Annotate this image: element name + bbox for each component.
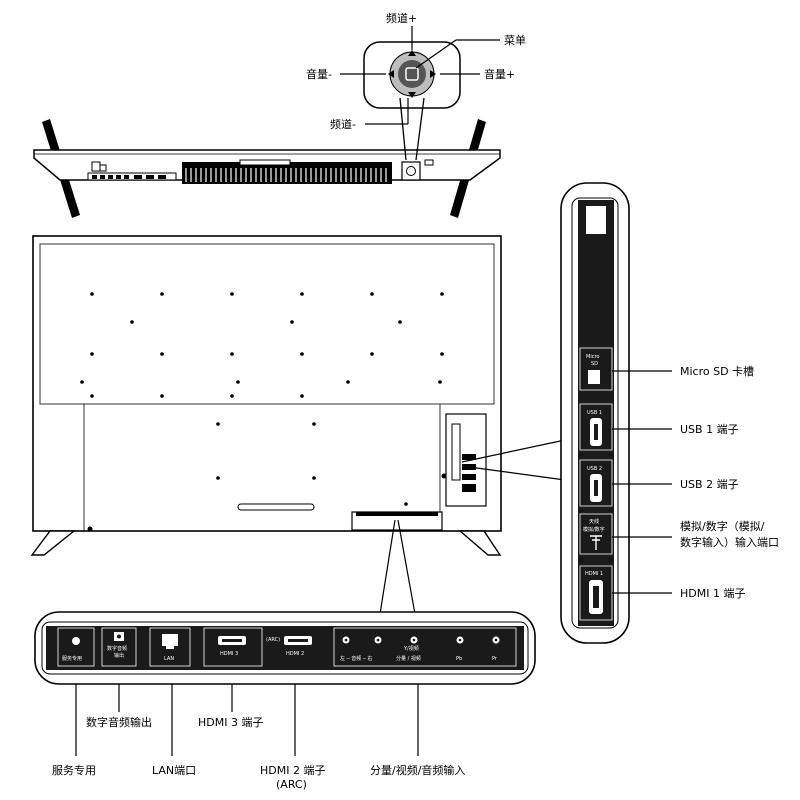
lan-port [162, 634, 178, 649]
lan-label: LAN端口 [152, 764, 196, 777]
screw-hole [398, 320, 402, 324]
screw-hole [90, 292, 94, 296]
antenna-port-text: 天线 [589, 518, 599, 525]
menu-label: 菜单 [504, 34, 526, 47]
usb2-port-text: USB 2 [587, 466, 602, 472]
stand-leg-right-bottom [458, 530, 502, 556]
side-port-panel: Micro SD Micro SD 卡槽 USB 1 USB 1 端子 USB … [560, 182, 779, 644]
screw-hole [300, 292, 304, 296]
screw-hole [90, 394, 94, 398]
joystick-callout: 频道+ 菜单 音量- 音量+ 频道- [306, 11, 526, 161]
screw-hole [440, 292, 444, 296]
screw-hole [404, 502, 408, 506]
screw-hole [312, 476, 316, 480]
screw-hole [346, 380, 350, 384]
screw-hole [440, 352, 444, 356]
screw-hole [80, 380, 84, 384]
screw-hole [370, 352, 374, 356]
tv-rear-view [30, 235, 566, 615]
screw-hole [216, 422, 220, 426]
screw-hole [300, 352, 304, 356]
screw-hole [90, 352, 94, 356]
component-label: 分量/视频/音频输入 [370, 763, 465, 777]
screw-hole [160, 352, 164, 356]
hdmi3-label: HDMI 3 端子 [198, 716, 263, 729]
screw-hole [300, 394, 304, 398]
hdmi1-port-text: HDMI 1 [585, 571, 603, 577]
tv-rear-frame [32, 235, 502, 532]
screw-hole [230, 292, 234, 296]
hdmi2-label-line2: (ARC) [276, 778, 307, 791]
bottom-panel-port-bar [46, 626, 524, 670]
hdmi2-label-line1: HDMI 2 端子 [260, 764, 325, 777]
volume-up-label: 音量+ [484, 67, 515, 81]
digital-port-subtext: 输出 [114, 652, 124, 659]
antenna-port-subtext: 模拟/数字 [583, 526, 605, 533]
hdmi2-port-text: HDMI 2 [286, 651, 304, 657]
pr-port-text: Pr [492, 656, 498, 662]
screw-hole [160, 292, 164, 296]
rear-handle [237, 503, 315, 511]
screw-hole [230, 394, 234, 398]
screw-hole [130, 320, 134, 324]
tv-top-view [33, 119, 501, 218]
y-video-port-text: Y/视频 [403, 645, 419, 652]
channel-down-arrow-icon [408, 92, 416, 98]
antenna-label-line1: 模拟/数字（模拟/ [680, 519, 765, 533]
arc-port-text: (ARC) [266, 637, 280, 643]
lan-port-text: LAN [164, 656, 174, 662]
volume-down-arrow-icon [388, 70, 394, 78]
usb1-label: USB 1 端子 [680, 423, 739, 436]
usb1-port-text: USB 1 [587, 410, 602, 416]
digital-port-text: 数字音频 [107, 645, 127, 652]
screw-hole [370, 292, 374, 296]
screw-hole [290, 320, 294, 324]
channel-up-label: 频道+ [386, 11, 417, 25]
channel-down-label: 频道- [330, 117, 356, 131]
sd-port-text: SD [591, 361, 598, 367]
volume-down-label: 音量- [306, 67, 332, 81]
usb2-label: USB 2 端子 [680, 478, 739, 491]
screw-hole [160, 394, 164, 398]
volume-up-arrow-icon [430, 70, 436, 78]
micro-port-text: Micro [586, 354, 599, 360]
channel-up-arrow-icon [408, 50, 416, 56]
screw-hole [312, 422, 316, 426]
service-port [72, 637, 80, 645]
component-video-port-text: 分量 / 视频 [396, 655, 421, 662]
top-vent-grille [182, 159, 392, 184]
pb-port-text: Pb [456, 656, 462, 662]
top-terminals-left [87, 172, 177, 181]
antenna-label-line2: 数字输入）输入端口 [680, 535, 779, 549]
micro-sd-slot [588, 370, 600, 384]
hdmi3-port-text: HDMI 3 [220, 651, 238, 657]
stand-leg-left-bottom [30, 530, 76, 556]
hdmi1-label: HDMI 1 端子 [680, 587, 745, 600]
audio-lr-port-text: 左 ─ 音频 ─ 右 [340, 655, 372, 662]
screw-hole [216, 476, 220, 480]
bottom-port-panel: 服务专用 数字音频 输出 LAN HDMI 3 (ARC) HDMI 2 [34, 611, 536, 791]
digital-audio-label: 数字音频输出 [86, 715, 152, 729]
service-label: 服务专用 [52, 763, 96, 777]
screw-hole [438, 380, 442, 384]
service-port-text: 服务专用 [62, 655, 82, 662]
screw-hole [236, 380, 240, 384]
micro-sd-label: Micro SD 卡槽 [680, 365, 754, 378]
screw-hole [230, 352, 234, 356]
antenna-icon [590, 535, 602, 550]
